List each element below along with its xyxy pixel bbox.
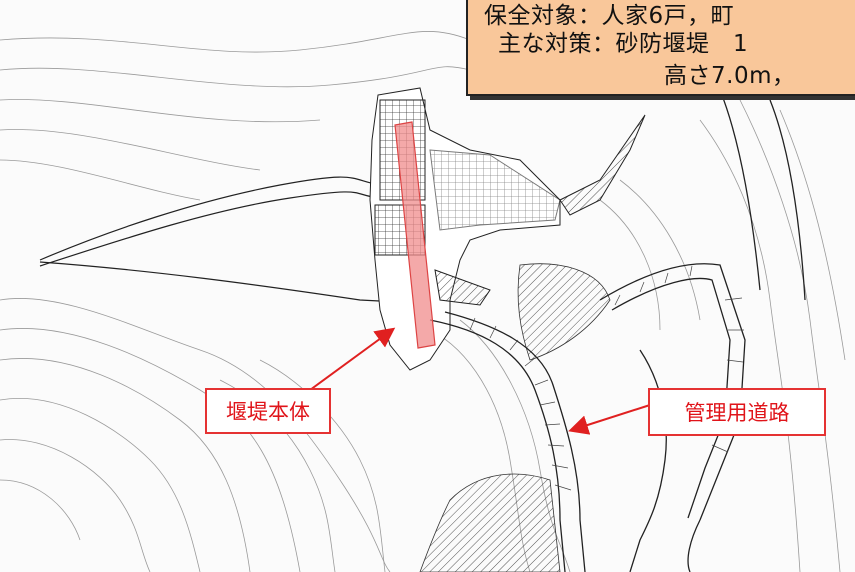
dam-body-label: 堰堤本体: [205, 388, 331, 434]
left-access-path: [39, 176, 401, 303]
access-road-arrow: [568, 404, 651, 435]
project-info-box: 保全対象：人家6戸，町 主な対策：砂防堰堤 1 高さ7.0m，: [466, 0, 855, 96]
info-line-measures: 主な対策：砂防堰堤 1: [498, 31, 749, 57]
access-road-label: 管理用道路: [648, 388, 826, 436]
dam-body-highlight: [394, 121, 436, 349]
contour-lines: [0, 31, 846, 572]
dam-body-arrow: [309, 327, 396, 391]
hatched-slopes: [419, 263, 611, 572]
info-line-height: 高さ7.0m，: [664, 63, 796, 89]
info-line-protected: 保全対象：人家6戸，町: [484, 3, 735, 29]
